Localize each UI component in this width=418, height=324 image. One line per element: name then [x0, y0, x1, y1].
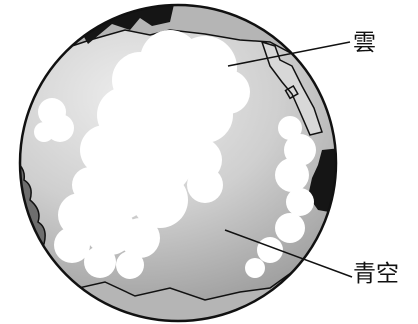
cloud-label: 雲	[353, 32, 376, 55]
blue-sky-label: 青空	[353, 263, 399, 286]
